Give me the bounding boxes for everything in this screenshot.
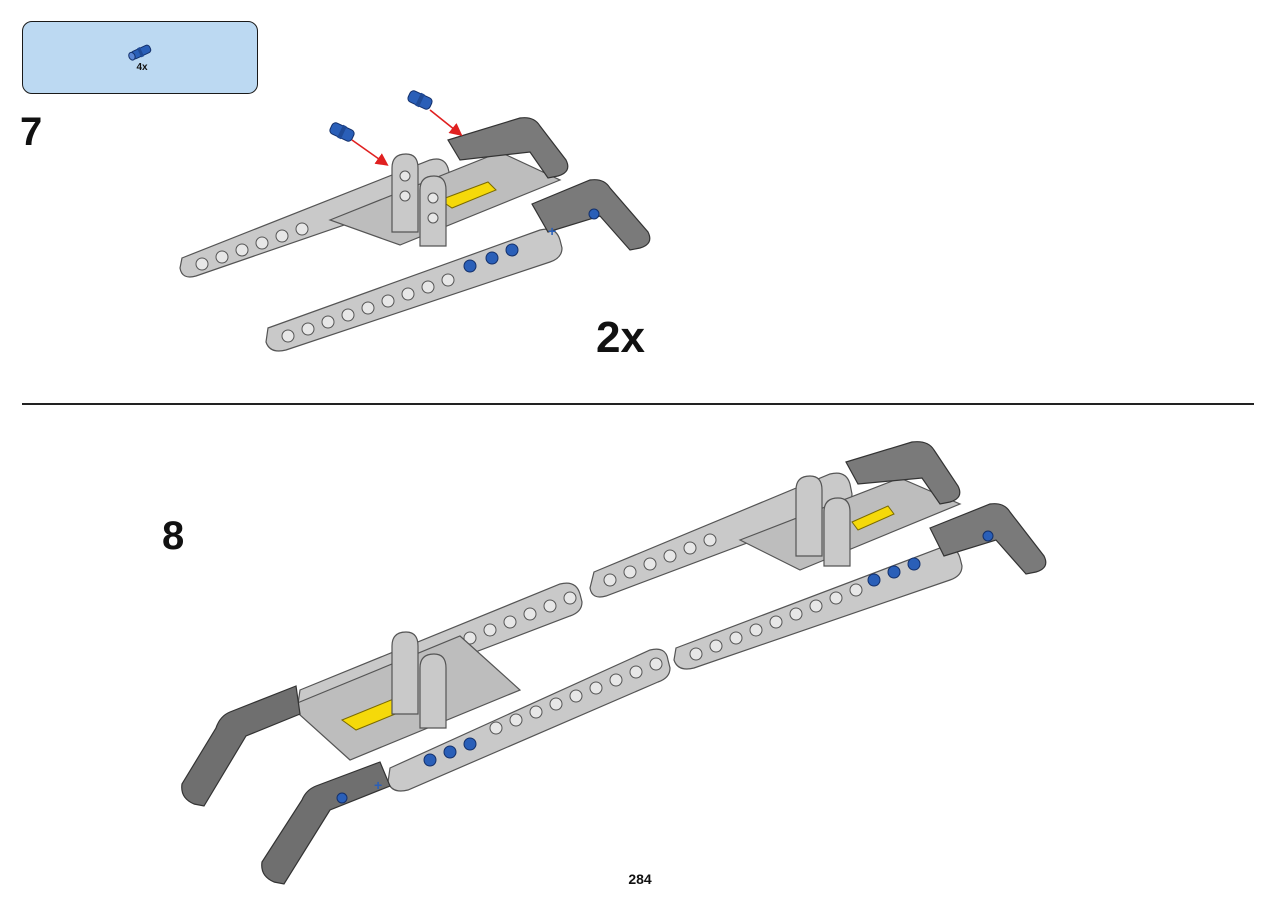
svg-text:+: +	[374, 777, 382, 793]
beam-upper	[179, 158, 451, 278]
blue-axle-pin-icon	[128, 44, 152, 61]
svg-text:+: +	[548, 223, 556, 239]
beam-lower	[265, 228, 563, 352]
parts-callout: 4x	[22, 21, 258, 94]
step-number-8: 8	[162, 514, 185, 558]
step-divider	[22, 403, 1254, 405]
step8-assembly-left: +	[181, 582, 671, 885]
step8-assembly-right	[589, 441, 1047, 670]
blue-axle-pin-icon	[329, 90, 433, 142]
multiplier-label: 2x	[596, 313, 645, 362]
step7-assembly: +	[179, 90, 651, 352]
step-number-7: 7	[20, 110, 43, 154]
part-count: 4x	[136, 62, 148, 73]
page-number: 284	[628, 871, 652, 887]
